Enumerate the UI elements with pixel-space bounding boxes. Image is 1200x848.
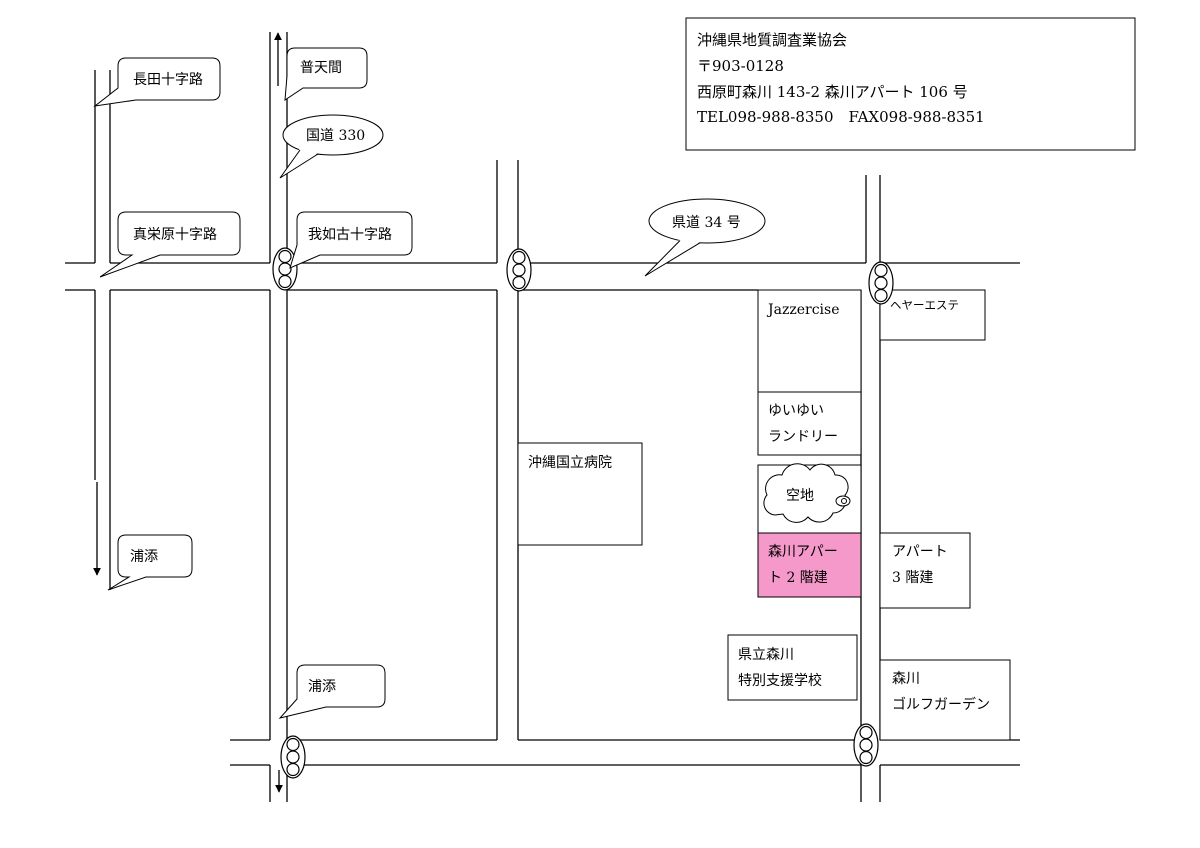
place-label: 森川アパー: [768, 544, 838, 560]
info-box-frame: [685, 17, 1136, 151]
place-label: 空地: [786, 488, 814, 504]
callout-tail: [279, 149, 319, 179]
place-jazzercise: Jazzercise: [757, 289, 862, 393]
place-label: ランドリー: [768, 429, 838, 445]
traffic-signal-icon: [868, 261, 894, 305]
traffic-signal-icon: [280, 735, 306, 779]
place-golf: 森川 ゴルフガーデン: [879, 659, 1011, 741]
callout-bubble: [107, 534, 193, 591]
address: 西原町森川 143-2 森川アパート 106 号: [697, 83, 968, 101]
callout-label: 浦添: [130, 549, 158, 565]
place-label: ゴルフガーデン: [892, 696, 990, 713]
road-network: [65, 32, 1020, 802]
callout-bubble: [289, 211, 413, 269]
destination-highlight: [757, 532, 862, 598]
traffic-signal-icon: [272, 247, 298, 291]
phone-fax: TEL098-988-8350 FAX098-988-8351: [697, 108, 985, 126]
place-label: 沖縄国立病院: [528, 455, 612, 471]
building-outline: [879, 532, 971, 609]
place-laundry: ゆいゆい ランドリー: [757, 391, 862, 456]
place-label: 森川: [892, 671, 920, 687]
callout-bubble: [99, 211, 241, 278]
place-label: 3 階建: [892, 570, 933, 586]
place-morikawa-apartment: 森川アパー ト 2 階建: [757, 532, 862, 598]
building-outline: [879, 289, 986, 341]
postal-code: 〒903-0128: [697, 57, 784, 75]
place-label: Jazzercise: [766, 302, 839, 318]
callout-urasoe-west: 浦添: [107, 534, 193, 591]
callout-label: 我如古十字路: [308, 227, 392, 243]
traffic-signal-icon: [853, 723, 879, 767]
callout-maehara-crossing: 真栄原十字路: [99, 211, 241, 278]
callout-label: 真栄原十字路: [133, 227, 217, 243]
callout-route-330: 国道 330: [279, 114, 384, 179]
place-label: 県立森川: [738, 647, 794, 663]
callout-bubble: [284, 47, 368, 101]
callout-urasoe-south: 浦添: [278, 664, 386, 719]
callout-tail-fill: [645, 239, 700, 276]
callout-bubble: [93, 57, 221, 107]
place-label: 特別支援学校: [738, 672, 822, 689]
building-outline: [727, 634, 858, 701]
callout-tail: [644, 240, 701, 277]
building-outline: [757, 289, 862, 393]
traffic-signal-icon: [506, 248, 532, 292]
building-outline: [757, 391, 862, 456]
callout-label: 浦添: [308, 679, 336, 695]
place-label: アパート: [892, 544, 948, 560]
callout-nagata-crossing: 長田十字路: [93, 57, 221, 107]
place-vacant-lot: 空地: [757, 463, 862, 534]
callout-tail-fill: [280, 148, 318, 178]
callout-label: 国道 330: [306, 128, 365, 144]
callout-bubble: [278, 664, 386, 719]
callout-futenma: 普天間: [284, 47, 368, 101]
place-hospital: 沖縄国立病院: [517, 442, 643, 546]
cloud-tail-icon: [841, 498, 847, 504]
contact-info-box: 沖縄県地質調査業協会 〒903-0128 西原町森川 143-2 森川アパート …: [685, 17, 1136, 151]
place-label: ヘヤーエステ: [890, 298, 959, 312]
building-outline: [517, 442, 643, 546]
cloud-icon: [763, 463, 849, 523]
place-apartment: アパート 3 階建: [879, 532, 971, 609]
place-label: ゆいゆい: [768, 403, 824, 419]
place-label: ト 2 階建: [768, 570, 828, 586]
building-outline: [879, 659, 1011, 741]
callout-bubble: [648, 198, 766, 244]
callout-bubble: [282, 114, 384, 156]
callout-label: 長田十字路: [133, 72, 203, 88]
callout-label: 県道 34 号: [672, 215, 741, 231]
callout-ganeko-crossing: 我如古十字路: [289, 211, 413, 269]
place-school: 県立森川 特別支援学校: [727, 634, 858, 701]
organization-name: 沖縄県地質調査業協会: [697, 31, 847, 49]
callout-label: 普天間: [300, 60, 342, 76]
place-hair-esthetic: ヘヤーエステ: [879, 289, 986, 341]
callout-prefectural-road-34: 県道 34 号: [644, 198, 766, 277]
